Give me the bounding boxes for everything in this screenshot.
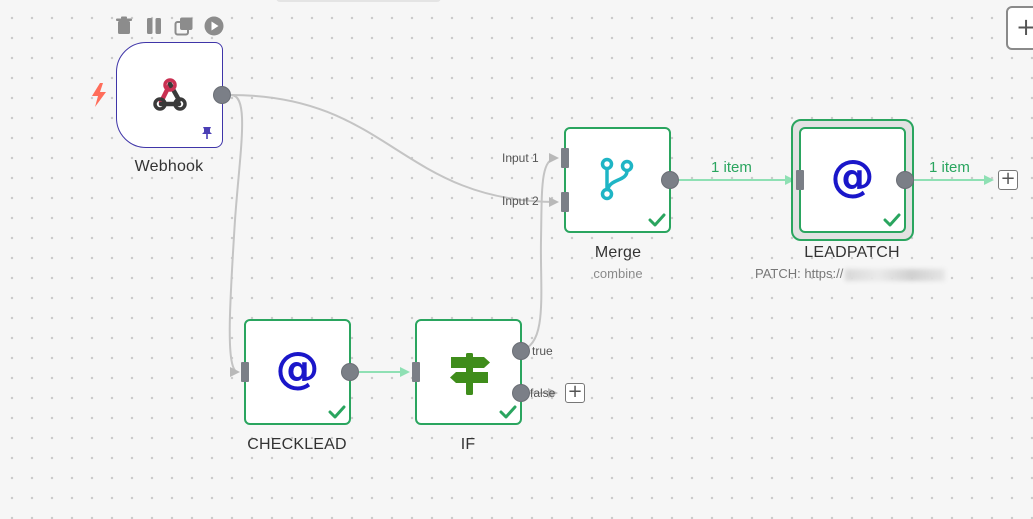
webhook-icon bbox=[153, 78, 187, 111]
if-node-label: IF bbox=[460, 436, 476, 453]
leadpatch-node-subtitle: PATCH: https:// bbox=[752, 266, 950, 281]
edge-webhook-checklead[interactable] bbox=[228, 94, 244, 377]
merge-input-2-handle[interactable] bbox=[561, 192, 569, 212]
checklead-node[interactable]: @ bbox=[244, 319, 351, 425]
leadpatch-output-handle[interactable] bbox=[896, 171, 914, 189]
if-true-label: true bbox=[532, 344, 553, 358]
success-check-icon bbox=[328, 405, 346, 419]
lightning-icon bbox=[92, 83, 106, 107]
checklead-node-label: CHECKLEAD bbox=[247, 436, 347, 453]
success-check-icon bbox=[499, 405, 517, 419]
success-check-icon bbox=[883, 213, 901, 227]
pause-icon[interactable] bbox=[143, 15, 165, 37]
merge-input-1-label: Input 1 bbox=[502, 151, 539, 165]
leadpatch-node-label: LEADPATCH bbox=[804, 244, 900, 261]
trash-icon[interactable] bbox=[113, 15, 135, 37]
leadpatch-input-handle[interactable] bbox=[796, 170, 804, 190]
if-input-handle[interactable] bbox=[412, 362, 420, 382]
webhook-node-label: Webhook bbox=[134, 158, 204, 175]
add-node-button[interactable]: + bbox=[565, 383, 585, 403]
merge-output-handle[interactable] bbox=[661, 171, 679, 189]
edge-if-merge[interactable] bbox=[520, 153, 559, 351]
leadpatch-url-prefix: PATCH: https:// bbox=[755, 266, 844, 281]
checklead-output-handle[interactable] bbox=[341, 363, 359, 381]
at-sign-icon: @ bbox=[275, 343, 320, 394]
merge-node-label: Merge bbox=[594, 244, 642, 261]
if-node[interactable] bbox=[415, 319, 522, 425]
canvas-top-edge bbox=[276, 0, 441, 2]
pin-icon bbox=[202, 127, 212, 139]
edge-item-count: 1 item bbox=[929, 159, 970, 176]
add-node-button[interactable]: + bbox=[998, 170, 1018, 190]
duplicate-icon[interactable] bbox=[173, 15, 195, 37]
webhook-node[interactable] bbox=[116, 42, 223, 148]
checklead-input-handle[interactable] bbox=[241, 362, 249, 382]
merge-node-subtitle: combine bbox=[593, 266, 643, 281]
play-icon[interactable] bbox=[203, 15, 225, 37]
webhook-output-handle[interactable] bbox=[213, 86, 231, 104]
edge-webhook-merge[interactable] bbox=[230, 94, 559, 207]
merge-node[interactable] bbox=[564, 127, 671, 233]
edge-item-count: 1 item bbox=[711, 159, 752, 176]
merge-input-1-handle[interactable] bbox=[561, 148, 569, 168]
if-false-output-handle[interactable] bbox=[512, 384, 530, 402]
success-check-icon bbox=[648, 213, 666, 227]
signpost-icon bbox=[450, 353, 490, 395]
leadpatch-node[interactable]: @ bbox=[799, 127, 906, 233]
if-true-output-handle[interactable] bbox=[512, 342, 530, 360]
merge-input-2-label: Input 2 bbox=[502, 194, 539, 208]
redacted-url bbox=[845, 268, 946, 281]
add-node-panel-button[interactable]: + bbox=[1006, 6, 1033, 50]
at-sign-icon: @ bbox=[830, 151, 875, 202]
merge-branch-icon bbox=[600, 157, 634, 201]
if-false-label: false bbox=[530, 386, 556, 400]
